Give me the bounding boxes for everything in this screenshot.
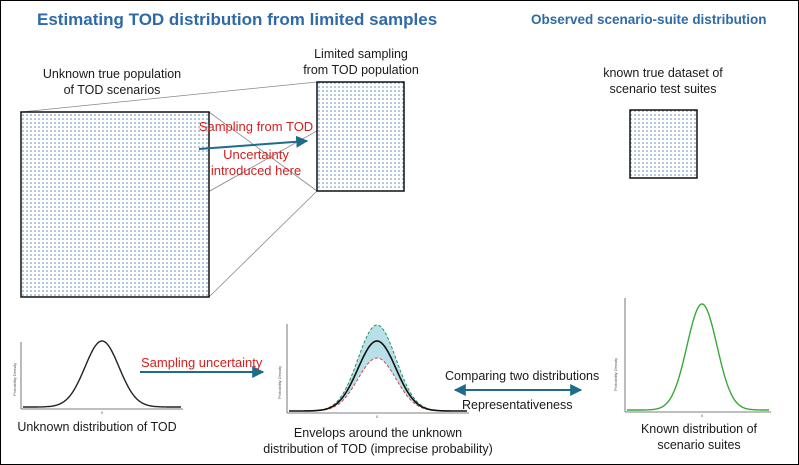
known-density-curve bbox=[627, 303, 769, 411]
sampling-from-tod-label: Sampling from TOD bbox=[198, 119, 314, 134]
uncertainty-label-line2: introduced here bbox=[210, 163, 302, 178]
envelope-caption-line1: Envelops around the unknown bbox=[293, 426, 463, 440]
uncertainty-label: Uncertainty introduced here bbox=[194, 147, 318, 179]
known-dataset-label: known true dataset of scenario test suit… bbox=[593, 65, 733, 97]
envelope-band bbox=[289, 325, 467, 411]
population-label: Unknown true population of TOD scenarios bbox=[27, 66, 197, 98]
envelope-caption-line2: distribution of TOD (imprecise probabili… bbox=[263, 442, 493, 456]
sample-square bbox=[316, 81, 405, 192]
known-caption-line1: Known distribution of bbox=[640, 422, 758, 436]
lower-bound-curve bbox=[289, 357, 467, 412]
known-distribution-caption: Known distribution of scenario suites bbox=[619, 421, 779, 453]
right-title: Observed scenario-suite distribution bbox=[531, 12, 767, 27]
population-square bbox=[20, 111, 210, 298]
nominal-density-curve bbox=[289, 340, 467, 412]
known-label-line2: scenario test suites bbox=[609, 82, 717, 96]
population-label-line2: of TOD scenarios bbox=[63, 83, 161, 97]
envelope-plot: Probability Density 0 bbox=[277, 324, 469, 419]
uncertainty-label-line1: Uncertainty bbox=[223, 147, 289, 162]
plot1-ylabel: Probability Density bbox=[12, 363, 17, 396]
representativeness-label: Representativeness bbox=[462, 398, 573, 412]
sampling-label-line2: from TOD population bbox=[303, 63, 419, 77]
known-distribution-plot: Probability Density 0 bbox=[613, 298, 771, 418]
plot2-xtick: 0 bbox=[376, 414, 379, 419]
unknown-density-curve bbox=[23, 340, 181, 408]
unknown-distribution-caption: Unknown distribution of TOD bbox=[17, 420, 177, 434]
left-title: Estimating TOD distribution from limited… bbox=[37, 10, 438, 29]
known-caption-line2: scenario suites bbox=[657, 438, 741, 452]
comparing-label: Comparing two distributions bbox=[445, 369, 600, 383]
plot2-ylabel: Probability Density bbox=[277, 366, 282, 399]
sampling-uncertainty-label: Sampling uncertainty bbox=[141, 355, 263, 370]
plot3-ylabel: Probability Density bbox=[613, 358, 618, 391]
sampling-from-tod-arrow bbox=[198, 135, 309, 150]
plot3-xtick: 0 bbox=[701, 413, 704, 418]
known-label-line1: known true dataset of bbox=[603, 66, 723, 80]
known-dataset-square bbox=[629, 109, 698, 179]
unknown-distribution-plot: Probability Density 0 bbox=[12, 340, 183, 415]
sampling-label-line1: Limited sampling bbox=[314, 47, 408, 61]
envelope-caption: Envelops around the unknown distribution… bbox=[263, 425, 493, 457]
sampling-label: Limited sampling from TOD population bbox=[291, 46, 431, 78]
population-label-line1: Unknown true population bbox=[42, 67, 182, 81]
plot1-xtick: 0 bbox=[101, 410, 104, 415]
